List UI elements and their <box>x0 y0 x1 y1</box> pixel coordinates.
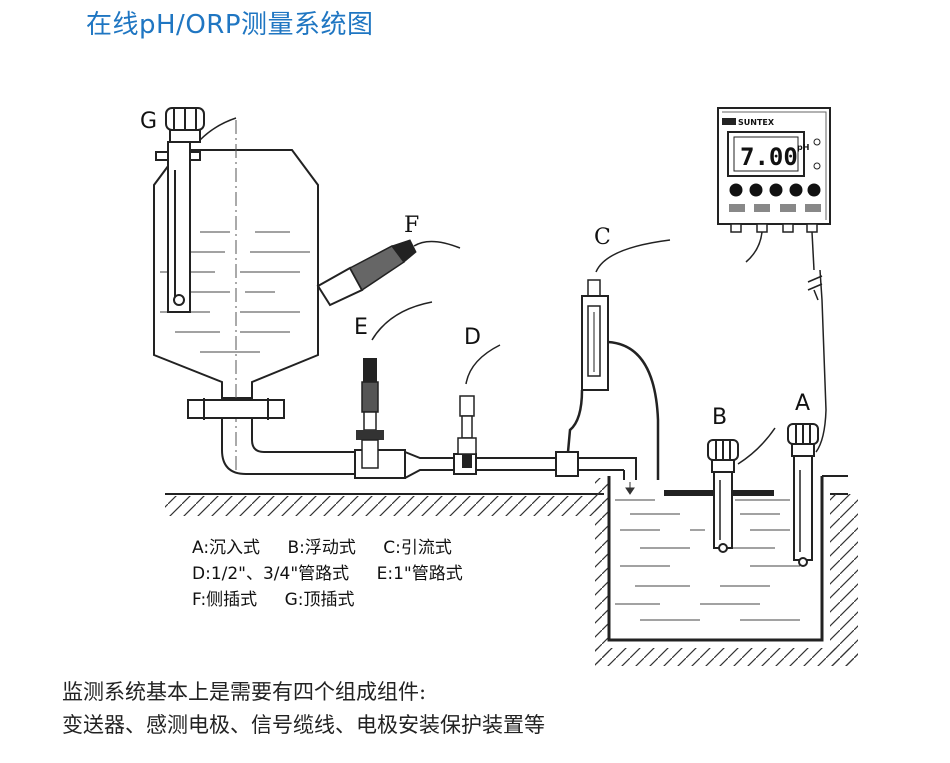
legend-b: B:浮动式 <box>287 538 356 558</box>
sensor-f-side-insertion <box>316 239 461 307</box>
meter-brand: SUNTEX <box>738 118 775 127</box>
label-a: A <box>795 391 810 416</box>
footer-text: 监测系统基本上是需要有四个组成组件: 变送器、感测电极、信号缆线、电极安装保护装… <box>62 676 545 742</box>
label-c: C <box>594 225 611 250</box>
sensor-legend: A:沉入式 B:浮动式 C:引流式 D:1/2"、3/4"管路式 E:1"管路式… <box>192 535 485 613</box>
pipeline <box>221 426 637 480</box>
outlet-arrow <box>625 482 635 495</box>
legend-row-3: F:侧插式 G:顶插式 <box>192 587 485 613</box>
meter-button-5 <box>807 183 821 197</box>
legend-f: F:侧插式 <box>192 590 258 610</box>
sensor-d-pipe <box>457 344 501 468</box>
label-f: F <box>404 213 419 238</box>
label-g: G <box>140 109 157 134</box>
legend-c: C:引流式 <box>383 538 452 558</box>
meter-unit: pH <box>797 143 809 152</box>
diagram-title: 在线pH/ORP测量系统图 <box>86 10 374 40</box>
meter-button-3 <box>769 183 783 197</box>
sensor-e-pipe <box>356 301 433 469</box>
label-b: B <box>712 405 727 430</box>
legend-a: A:沉入式 <box>192 538 261 558</box>
sensor-g-top-insertion <box>155 107 237 313</box>
legend-d: D:1/2"、3/4"管路式 <box>192 564 350 584</box>
ph-transmitter: SUNTEX 7.00 pH <box>717 107 831 301</box>
legend-g: G:顶插式 <box>284 590 355 610</box>
legend-row-2: D:1/2"、3/4"管路式 E:1"管路式 <box>192 561 485 587</box>
legend-e: E:1"管路式 <box>376 564 463 584</box>
sensor-a-submersion <box>787 269 827 567</box>
legend-row-1: A:沉入式 B:浮动式 C:引流式 <box>192 535 485 561</box>
footer-line-2: 变送器、感测电极、信号缆线、电极安装保护装置等 <box>62 713 545 737</box>
footer-line-1: 监测系统基本上是需要有四个组成组件: <box>62 680 427 704</box>
label-e: E <box>354 315 368 340</box>
meter-button-2 <box>749 183 763 197</box>
meter-button-4 <box>789 183 803 197</box>
sensor-b-floating <box>707 427 776 553</box>
meter-button-1 <box>729 183 743 197</box>
label-d: D <box>464 325 481 350</box>
ground <box>165 493 848 516</box>
sensor-c-flow-through <box>566 239 671 480</box>
meter-reading: 7.00 <box>740 143 798 171</box>
